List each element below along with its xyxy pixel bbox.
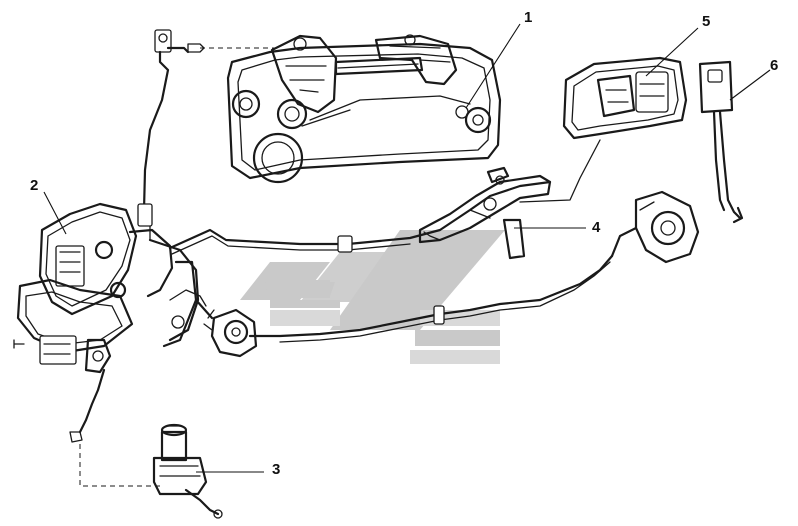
callout-5: 5: [702, 13, 710, 30]
lock-cylinder-assembly: [152, 423, 223, 519]
rod-latch-to-actuator: [169, 289, 207, 307]
right-actuator: [610, 190, 700, 264]
watermark-logo: [240, 230, 505, 364]
callout-3: 3: [272, 461, 280, 478]
callout-4: 4: [592, 219, 601, 236]
callout-1: 1: [524, 9, 532, 26]
rod-end-clip: [69, 431, 83, 443]
door-latch-assembly: [13, 202, 200, 374]
inside-door-handle: [562, 56, 688, 140]
dashed-line-lock: [79, 444, 160, 487]
rod-to-lock-cylinder: [78, 368, 106, 434]
lock-knob-assembly: [698, 60, 744, 224]
rod-vertical: [142, 29, 190, 212]
left-actuator: [194, 298, 258, 358]
callout-6: 6: [770, 57, 778, 74]
inside-handle-rod: [519, 139, 601, 203]
cable-upper: [168, 180, 552, 255]
callout-2: 2: [30, 177, 38, 194]
outside-door-handle-assembly: [226, 34, 502, 184]
leader-lines: [43, 23, 771, 473]
inside-handle-linkage: [418, 166, 552, 260]
cable-lower: [248, 254, 614, 343]
